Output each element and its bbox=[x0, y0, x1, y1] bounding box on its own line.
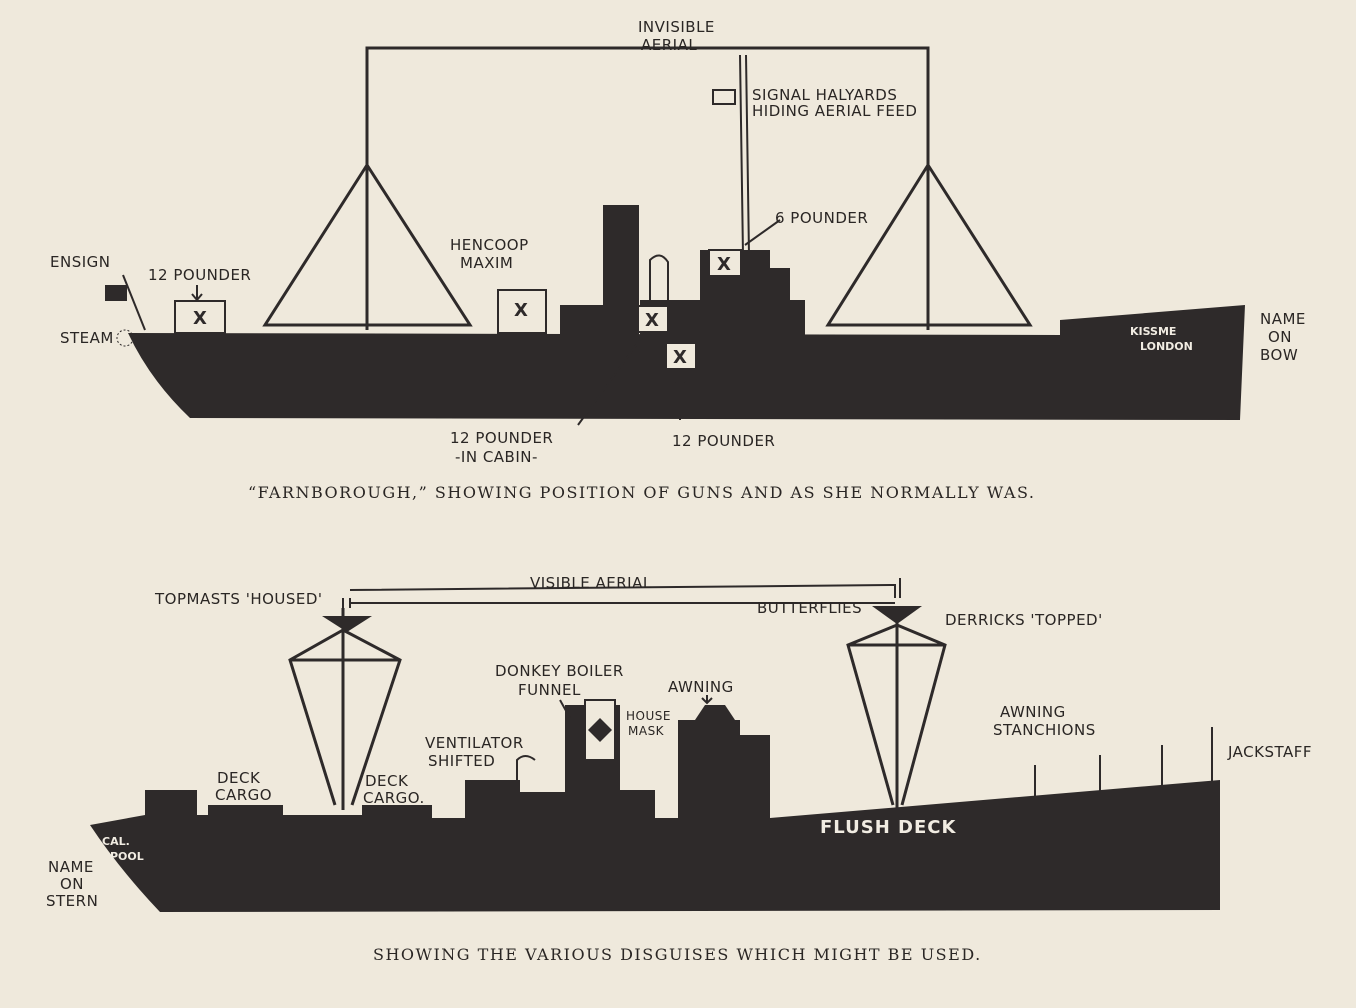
halyards-label-2: HIDING AERIAL FEED bbox=[752, 102, 917, 120]
main-mast-rigging bbox=[825, 162, 1033, 330]
butterflies-label: BUTTERFLIES bbox=[757, 599, 862, 617]
ensign-label: ENSIGN bbox=[50, 253, 111, 271]
flush-deck-label: FLUSH DECK bbox=[820, 817, 956, 838]
top-caption: “FARNBOROUGH,” SHOWING POSITION OF GUNS … bbox=[248, 483, 1035, 502]
deck-cargo-label-b: DECK bbox=[365, 772, 409, 790]
invisible-aerial-label-2: AERIAL bbox=[641, 36, 697, 54]
fore-derricks bbox=[288, 608, 402, 810]
deck-cargo-label: DECK bbox=[217, 769, 261, 787]
ventilator-label: VENTILATOR bbox=[425, 734, 524, 752]
ship-name-bow: KISSME bbox=[1130, 325, 1176, 338]
svg-text:X: X bbox=[673, 347, 687, 368]
arrow bbox=[674, 373, 686, 420]
steam-icon bbox=[116, 329, 134, 347]
side-gun-label: 12 POUNDER bbox=[672, 432, 775, 450]
top-ship: X X X X X INVISIBLE AERIAL SIGNAL HALYAR… bbox=[50, 18, 1306, 502]
house-mask-label-2: MASK bbox=[628, 724, 665, 738]
svg-text:X: X bbox=[193, 308, 207, 329]
bottom-caption: SHOWING THE VARIOUS DISGUISES WHICH MIGH… bbox=[373, 945, 982, 964]
gun-box-six-pounder: X bbox=[708, 249, 742, 277]
invisible-aerial-label: INVISIBLE bbox=[638, 18, 715, 36]
name-on-stern-label-3: STERN bbox=[46, 892, 98, 910]
name-on-bow-label-2: ON bbox=[1268, 328, 1292, 346]
arrow bbox=[191, 285, 203, 302]
deck-cargo-label-2: CARGO bbox=[215, 786, 272, 804]
main-butterfly bbox=[872, 606, 922, 624]
ensign-staff bbox=[122, 274, 146, 331]
awning-stanchions bbox=[1034, 727, 1213, 800]
awning-stanchions-label: AWNING bbox=[1000, 703, 1066, 721]
gun-box-cabin: X bbox=[637, 305, 669, 333]
awning-shape bbox=[695, 705, 735, 720]
vent bbox=[649, 254, 669, 305]
steam-label: STEAM bbox=[60, 329, 114, 347]
svg-text:X: X bbox=[645, 310, 659, 331]
fore-butterfly bbox=[322, 616, 372, 632]
jackstaff-label: JACKSTAFF bbox=[1227, 743, 1312, 761]
diamond-mark-icon bbox=[588, 718, 612, 742]
cabin-gun-label: 12 POUNDER bbox=[450, 429, 553, 447]
ship-port-bow: LONDON bbox=[1140, 340, 1193, 353]
signal-flag-icon bbox=[712, 89, 736, 105]
arrow bbox=[744, 219, 781, 246]
stern-name: CAL. bbox=[102, 835, 130, 848]
derricks-label: DERRICKS 'TOPPED' bbox=[945, 611, 1103, 629]
ensign-flag-icon bbox=[105, 285, 127, 301]
donkey-boiler-label: DONKEY BOILER bbox=[495, 662, 624, 680]
visible-aerial-label: VISIBLE AERIAL bbox=[530, 574, 652, 592]
six-pounder-label: 6 POUNDER bbox=[775, 209, 868, 227]
gun-box-side: X bbox=[665, 342, 697, 370]
halyards-label: SIGNAL HALYARDS bbox=[752, 86, 897, 104]
awning-label: AWNING bbox=[668, 678, 734, 696]
hencoop-label: HENCOOP bbox=[450, 236, 529, 254]
svg-text:X: X bbox=[514, 300, 528, 321]
fore-mast-rigging bbox=[262, 162, 473, 330]
arrow bbox=[559, 699, 571, 719]
cabin-gun-label-2: -IN CABIN- bbox=[455, 448, 538, 466]
aft-gun-label: 12 POUNDER bbox=[148, 266, 251, 284]
main-derricks bbox=[846, 620, 947, 810]
ventilator bbox=[516, 755, 536, 782]
maxim-label: MAXIM bbox=[460, 254, 513, 272]
visible-aerial-wire bbox=[342, 578, 901, 608]
funnel-label: FUNNEL bbox=[518, 681, 581, 699]
name-on-stern-label: NAME bbox=[48, 858, 94, 876]
svg-text:X: X bbox=[717, 254, 731, 275]
stern-name-2: POOL bbox=[110, 850, 144, 863]
ventilator-label-2: SHIFTED bbox=[428, 752, 495, 770]
house-mask-label: HOUSE bbox=[626, 709, 671, 723]
topmasts-label: TOPMASTS 'HOUSED' bbox=[154, 590, 323, 608]
name-on-bow-label: NAME bbox=[1260, 310, 1306, 328]
gun-box-aft: X bbox=[174, 300, 226, 334]
arrow bbox=[701, 695, 713, 705]
signal-halyards bbox=[739, 54, 750, 256]
awning-stanchions-label-2: STANCHIONS bbox=[993, 721, 1096, 739]
funnel bbox=[603, 205, 639, 337]
name-on-bow-label-3: BOW bbox=[1260, 346, 1298, 364]
bottom-ship: VISIBLE AERIAL TOPMASTS 'HOUSED' BUTTERF… bbox=[46, 574, 1312, 964]
bottom-hull bbox=[90, 705, 1220, 912]
deck-cargo-label-b-2: CARGO. bbox=[363, 789, 425, 807]
deckhouse bbox=[560, 305, 605, 335]
arrow bbox=[577, 332, 646, 426]
gun-box-hencoop: X bbox=[497, 289, 547, 334]
name-on-stern-label-2: ON bbox=[60, 875, 84, 893]
